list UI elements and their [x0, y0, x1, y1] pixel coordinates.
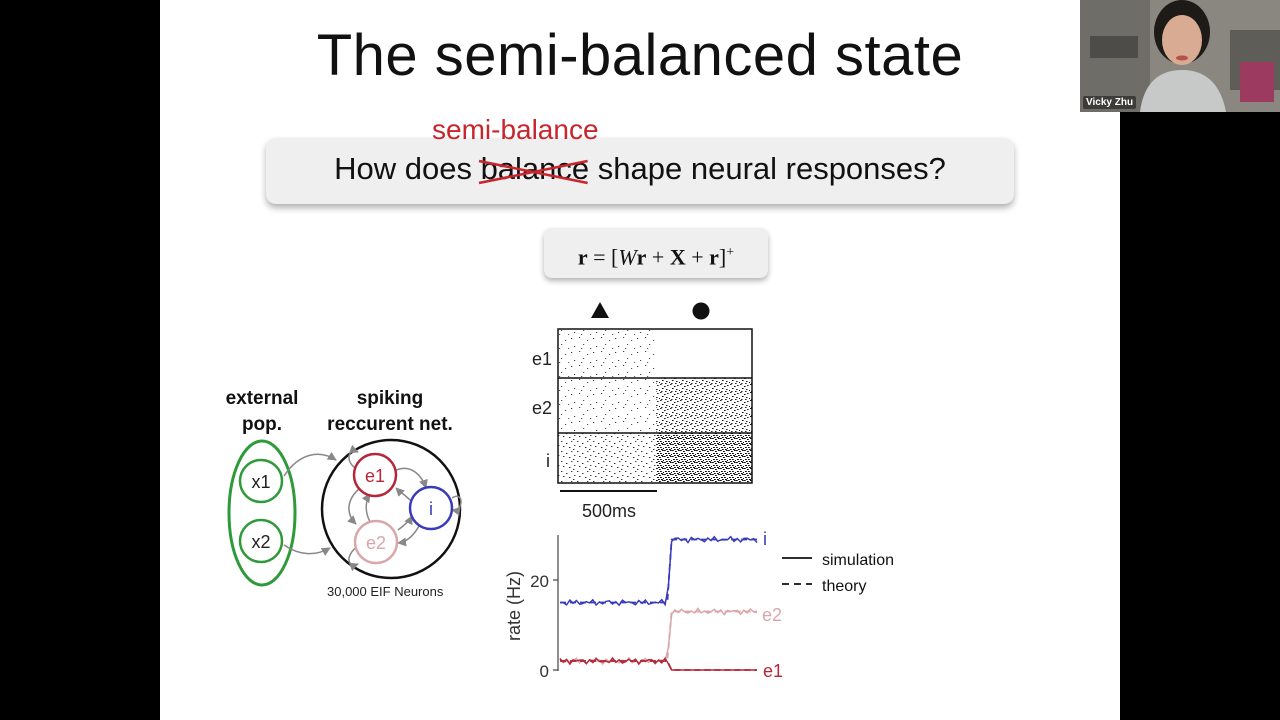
ytick-20: 20	[530, 572, 549, 591]
theory-line-i	[560, 538, 757, 604]
question-box: How does balance shape neural responses?	[266, 138, 1014, 204]
neuron-count-caption: 30,000 EIF Neurons	[327, 584, 444, 599]
raster-frame	[557, 328, 753, 484]
participant-video-tile[interactable]: Vicky Zhu	[1080, 0, 1280, 112]
question-after: shape neural responses?	[589, 151, 946, 186]
network-diagram: x1 x2 e1 e2 i	[227, 438, 462, 587]
simulation-line-e1	[559, 656, 757, 671]
slide-title: The semi-balanced state	[316, 23, 964, 88]
triangle-marker	[591, 302, 609, 318]
arrow-i-to-e1	[395, 487, 411, 501]
struck-word: balance	[478, 151, 590, 186]
node-e1-label: e1	[365, 466, 385, 486]
raster-row-i: i	[546, 451, 550, 471]
replacement-word: semi-balance	[432, 114, 599, 145]
simulation-line-e2	[559, 607, 758, 666]
circle-marker	[692, 302, 710, 320]
scale-bar-label: 500ms	[582, 501, 636, 521]
arrow-x1-to-net	[283, 451, 337, 477]
participant-name: Vicky Zhu	[1083, 96, 1137, 109]
series-label-e2: e2	[762, 605, 782, 625]
node-i-label: i	[429, 499, 433, 519]
strikethrough-x	[478, 159, 588, 185]
question-before: How does	[334, 151, 481, 186]
legend-simulation: simulation	[822, 552, 894, 569]
arrow-e1-to-e2	[347, 487, 361, 525]
node-e2-label: e2	[366, 533, 386, 553]
series-layer	[559, 535, 758, 671]
ytick-0: 0	[540, 662, 549, 681]
arrow-e2-to-e1	[361, 493, 371, 523]
raster-row-e2: e2	[532, 398, 552, 418]
legend-theory: theory	[822, 578, 866, 595]
rate-ylabel: rate (Hz)	[504, 571, 524, 641]
external-population-ellipse	[227, 439, 297, 587]
arrow-x2-to-net	[283, 544, 331, 556]
series-label-i: i	[763, 529, 767, 549]
series-label-e1: e1	[763, 661, 783, 681]
node-x1	[238, 458, 284, 504]
slide: The semi-balanced state How does balance…	[160, 0, 1120, 720]
video-frame	[1080, 0, 1280, 112]
arrow-i-self	[451, 495, 462, 516]
equation-box: r = [Wr + X + r]+	[544, 228, 768, 278]
node-x2-label: x2	[251, 532, 270, 552]
node-i	[408, 485, 454, 531]
arrow-i-to-e2	[397, 523, 421, 547]
raster-row-e1: e1	[532, 349, 552, 369]
node-x1-label: x1	[251, 472, 270, 492]
node-e2	[353, 519, 399, 565]
arrow-e2-to-i	[397, 515, 413, 531]
theory-line-e2	[560, 610, 757, 662]
node-x2	[238, 518, 284, 564]
rate-chart: 20 0 rate (Hz) i e2 e1 simulation theory	[504, 529, 894, 681]
simulation-line-i	[559, 535, 758, 607]
raster-plot: e1 e2 i 500ms	[532, 302, 753, 521]
question-text: How does balance shape neural responses?	[266, 151, 1014, 187]
node-e1	[352, 452, 398, 498]
arrow-e1-to-i	[395, 467, 428, 489]
theory-line-e1	[560, 660, 757, 671]
figure-canvas: x1 x2 e1 e2 i	[227, 302, 894, 681]
